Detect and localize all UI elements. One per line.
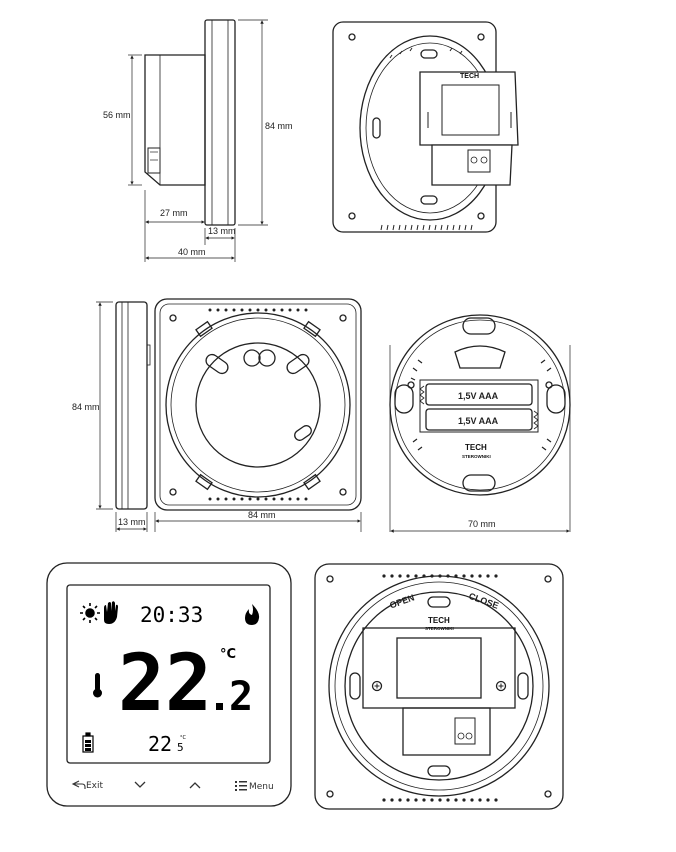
back-isometric-vents bbox=[380, 47, 473, 231]
setpoint-temperature-unit: °C bbox=[180, 735, 187, 741]
main-temperature-decimal: 2 bbox=[229, 674, 253, 720]
menu-button[interactable]: Menu bbox=[235, 781, 274, 792]
setpoint-temperature-integer: 22 bbox=[148, 732, 172, 756]
mounting-frame-dimensions bbox=[154, 512, 362, 532]
chevron-down-icon[interactable] bbox=[134, 781, 146, 788]
flame-icon bbox=[245, 604, 260, 625]
battery-label-top: 1,5V AAA bbox=[458, 391, 499, 401]
decimal-point bbox=[216, 703, 223, 710]
side-frame-dimensions bbox=[96, 301, 148, 532]
mounting-frame-vents bbox=[208, 308, 308, 501]
brand-logo-back-mount: TECH bbox=[428, 616, 450, 625]
dim-depth-frame: 13 mm bbox=[118, 517, 146, 527]
back-isometric-view bbox=[332, 21, 519, 233]
brand-logo-back-iso: TECH bbox=[460, 73, 479, 80]
hand-icon bbox=[104, 601, 118, 624]
brand-logo-battery: TECH bbox=[465, 443, 487, 452]
exit-button-label: Exit bbox=[86, 781, 104, 791]
sun-icon bbox=[80, 603, 100, 623]
back-arrow-icon bbox=[71, 780, 86, 789]
side-frame-view bbox=[115, 301, 151, 510]
battery-compartment-dimensions bbox=[389, 345, 571, 533]
dim-width-battery: 70 mm bbox=[468, 519, 496, 529]
close-label: CLOSE bbox=[467, 591, 500, 611]
back-mount-view bbox=[314, 563, 564, 810]
mounting-frame-view bbox=[154, 298, 362, 511]
open-label: OPEN bbox=[388, 592, 415, 610]
battery-compartment-view bbox=[389, 314, 571, 496]
brand-sub-back-mount: STEROWNIKI bbox=[425, 626, 454, 631]
side-profile-view bbox=[144, 19, 236, 226]
battery-icon bbox=[82, 732, 94, 753]
clock-display: 20:33 bbox=[140, 603, 203, 627]
menu-button-label: Menu bbox=[249, 782, 274, 792]
chevron-up-icon[interactable] bbox=[189, 782, 201, 789]
battery-compartment-ticks bbox=[410, 359, 552, 451]
thermometer-icon bbox=[93, 673, 102, 698]
dim-depth-body: 27 mm bbox=[160, 208, 188, 218]
setpoint-temperature-decimal: 5 bbox=[177, 741, 184, 754]
dim-width-frame: 84 mm bbox=[248, 510, 276, 520]
menu-icon bbox=[235, 781, 247, 791]
dim-height-total: 84 mm bbox=[265, 121, 293, 131]
main-temperature-integer: 22 bbox=[118, 639, 212, 729]
brand-sub-battery: STEROWNIKI bbox=[462, 454, 491, 459]
dim-depth-front: 13 mm bbox=[208, 226, 236, 236]
front-display-view bbox=[46, 562, 292, 807]
dim-height-frame: 84 mm bbox=[72, 402, 100, 412]
back-mount-vents bbox=[382, 574, 498, 802]
battery-label-bottom: 1,5V AAA bbox=[458, 416, 499, 426]
dim-height-side: 56 mm bbox=[103, 110, 131, 120]
side-profile-dimensions bbox=[128, 19, 268, 262]
main-temperature-unit: °C bbox=[220, 647, 236, 662]
exit-button[interactable]: Exit bbox=[71, 780, 104, 791]
dim-depth-total: 40 mm bbox=[178, 247, 206, 257]
